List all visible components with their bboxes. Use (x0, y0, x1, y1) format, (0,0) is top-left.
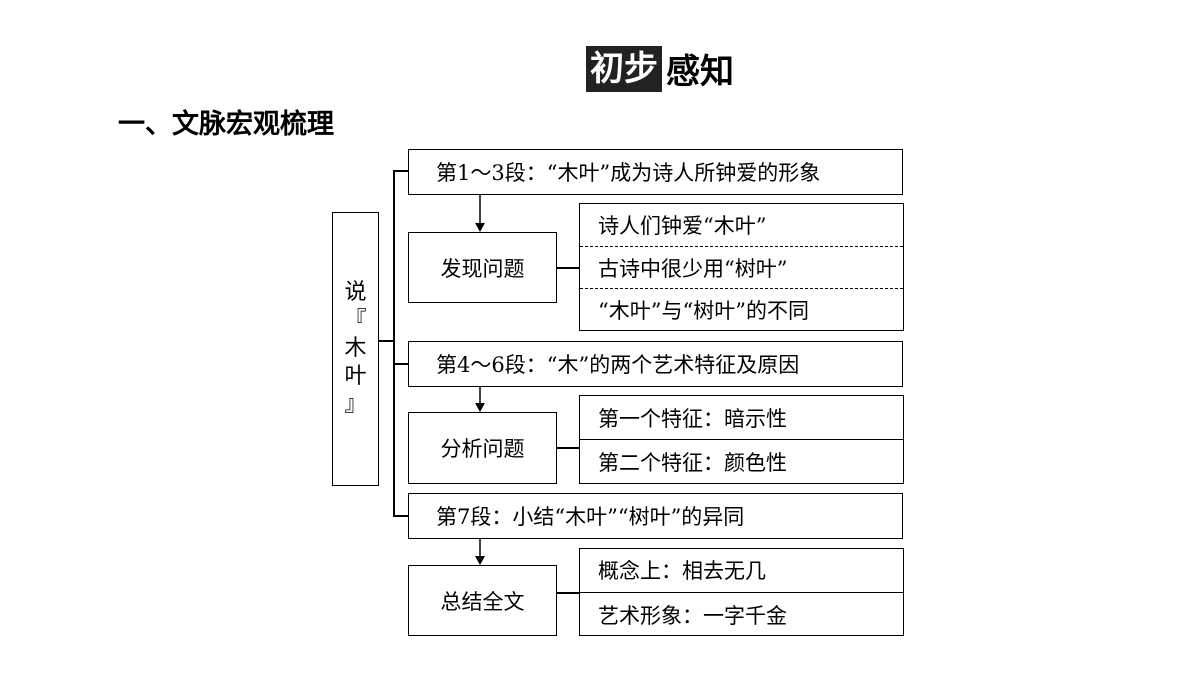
row-text: 第4～6段：“木”的两个艺术特征及原因 (436, 353, 800, 377)
step-box-1: 发现问题 (408, 232, 557, 303)
step-item: 概念上：相去无几 (598, 559, 766, 583)
branch-2 (393, 363, 409, 365)
step-label: 总结全文 (440, 589, 525, 614)
root-connector (379, 340, 394, 342)
row-text: 第1～3段：“木叶”成为诗人所钟爱的形象 (436, 161, 821, 185)
dashed-divider (580, 288, 903, 289)
root-char: 』 (344, 392, 367, 417)
row-box-2: 第4～6段：“木”的两个艺术特征及原因 (408, 341, 903, 387)
arrow-down-icon (475, 387, 485, 412)
arrow-down-icon (475, 539, 485, 565)
header-normal-text: 感知 (666, 52, 734, 92)
step-item: 诗人们钟爱“木叶” (598, 214, 767, 238)
step-box-2: 分析问题 (408, 412, 557, 484)
root-char: 『 (344, 308, 367, 333)
branch-1 (393, 170, 409, 172)
step-connector (557, 592, 580, 594)
solid-divider (580, 592, 903, 593)
step-item: 第一个特征：暗示性 (598, 406, 787, 431)
step-item: 第二个特征：颜色性 (598, 451, 787, 475)
trunk-line (393, 170, 395, 516)
step-connector (557, 447, 580, 449)
root-char: 说 (344, 280, 367, 305)
step-connector (557, 267, 580, 269)
header-inverted-text: 初步 (586, 45, 662, 92)
slide-header: 初步 感知 (586, 44, 734, 93)
step-item: “木叶”与“树叶”的不同 (598, 299, 809, 323)
step-item: 古诗中很少用“树叶” (598, 257, 788, 281)
row-box-3: 第7段：小结“木叶”“树叶”的异同 (408, 493, 903, 539)
step-label: 发现问题 (440, 256, 525, 281)
row-text: 第7段：小结“木叶”“树叶”的异同 (436, 505, 745, 529)
solid-divider (580, 439, 903, 440)
arrow-down-icon (475, 195, 485, 232)
step-box-3: 总结全文 (408, 565, 557, 636)
branch-3 (393, 515, 409, 517)
root-node: 说 『 木 叶 』 (332, 212, 379, 486)
section-title: 一、文脉宏观梳理 (118, 109, 334, 140)
row-box-1: 第1～3段：“木叶”成为诗人所钟爱的形象 (408, 149, 903, 195)
step-items-box-1 (579, 203, 904, 331)
root-char: 木 (344, 336, 367, 361)
step-item: 艺术形象：一字千金 (598, 603, 787, 628)
dashed-divider (580, 246, 903, 247)
step-label: 分析问题 (440, 437, 525, 461)
root-char: 叶 (344, 364, 367, 389)
